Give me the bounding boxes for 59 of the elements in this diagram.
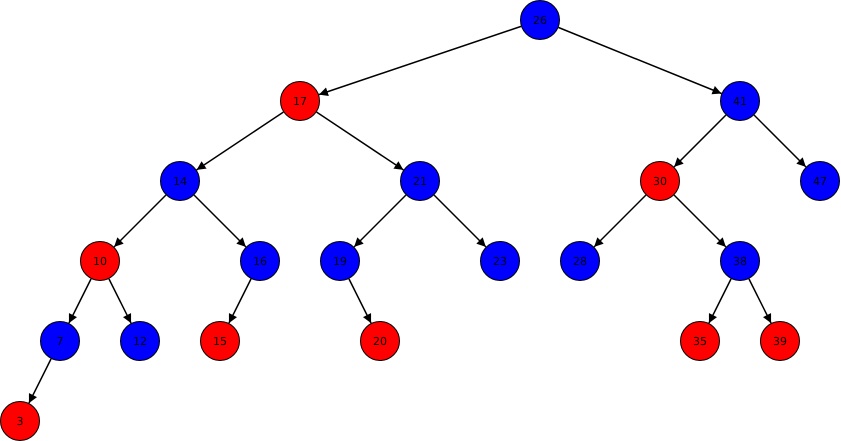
arrow (434, 194, 486, 248)
arrow (594, 194, 646, 248)
node-key: 23 (493, 254, 507, 268)
node-key: 38 (733, 254, 747, 268)
tree-node-circle (160, 161, 200, 201)
arrow (558, 26, 722, 94)
arrow (108, 278, 132, 324)
node-key: 30 (653, 174, 667, 188)
tree-node-circle (640, 161, 680, 201)
arrow (674, 194, 726, 248)
arrow (68, 278, 92, 324)
arrow (754, 114, 806, 168)
arrow (318, 26, 522, 96)
tree-node-circle (800, 161, 840, 201)
tree-node-circle (720, 241, 760, 281)
node-key: 35 (693, 334, 707, 348)
tree-node-circle (280, 81, 320, 121)
node-key: 26 (533, 14, 547, 26)
node-key: 14 (173, 174, 187, 188)
node-key: 3 (16, 414, 24, 428)
arrow (748, 278, 772, 324)
tree-node-circle (520, 0, 560, 40)
tree-node-circle (40, 321, 80, 361)
arrow (708, 278, 732, 324)
node-key: 28 (573, 254, 587, 268)
arrow (194, 194, 246, 248)
arrow (228, 278, 252, 324)
node-key: 47 (813, 174, 827, 188)
node-key: 21 (413, 174, 427, 188)
node-key: 16 (253, 254, 267, 268)
node-key: 20 (373, 334, 387, 348)
tree-node-circle (200, 321, 240, 361)
tree-node-circle (320, 241, 360, 281)
node-key: 39 (773, 334, 787, 348)
tree-node-circle (120, 321, 160, 361)
arrow (316, 111, 404, 171)
arrow (354, 194, 406, 248)
node-key: 17 (293, 94, 307, 108)
arrow (196, 111, 284, 171)
node-key: 41 (733, 94, 747, 108)
arrow (28, 358, 52, 404)
arrow (114, 194, 166, 248)
tree-node-circle (480, 241, 520, 281)
tree-node-circle (0, 401, 40, 441)
tree-node-circle (760, 321, 800, 361)
node-key: 15 (213, 334, 227, 348)
tree-node-circle (720, 81, 760, 121)
arrow (674, 114, 726, 168)
tree-node-circle (400, 161, 440, 201)
tree-node-circle (80, 241, 120, 281)
arrow (348, 278, 372, 324)
tree-node-circle (240, 241, 280, 281)
node-key: 10 (93, 254, 107, 268)
tree-node-circle (360, 321, 400, 361)
node-key: 19 (333, 254, 347, 268)
node-key: 7 (56, 334, 64, 348)
tree-node-circle (560, 241, 600, 281)
tree-node-circle (680, 321, 720, 361)
node-key: 12 (133, 334, 147, 348)
